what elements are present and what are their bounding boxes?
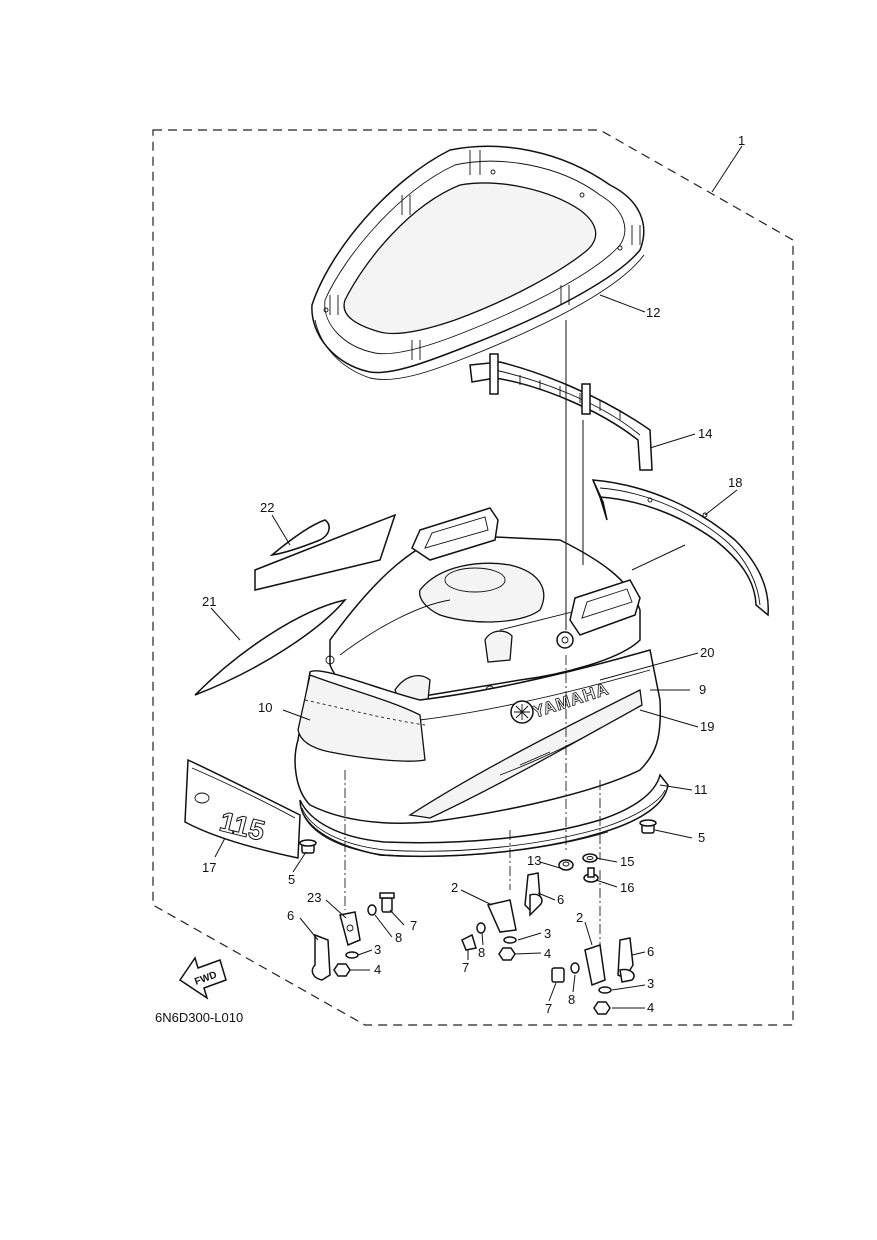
callout-7b: 7 bbox=[462, 960, 469, 975]
callout-6b: 6 bbox=[557, 892, 564, 907]
model-decal-panel: 115 bbox=[184, 758, 301, 859]
callout-23: 23 bbox=[307, 890, 321, 905]
callout-13: 13 bbox=[527, 853, 541, 868]
callout-7a: 7 bbox=[410, 918, 417, 933]
rear-side-rail bbox=[591, 479, 769, 617]
callout-18: 18 bbox=[728, 475, 742, 490]
callout-4a: 4 bbox=[374, 962, 381, 977]
grommet-5a bbox=[299, 839, 317, 854]
decal-22 bbox=[254, 513, 397, 591]
callout-4c: 4 bbox=[647, 1000, 654, 1015]
callout-8c: 8 bbox=[568, 992, 575, 1007]
leader-lines bbox=[210, 145, 743, 1009]
top-cover-plate bbox=[311, 145, 645, 381]
callout-19: 19 bbox=[700, 719, 714, 734]
washer-15 bbox=[582, 853, 598, 863]
bracket-group-left bbox=[311, 892, 395, 981]
grommet-5b bbox=[639, 819, 657, 834]
callout-21: 21 bbox=[202, 594, 216, 609]
callout-3c: 3 bbox=[647, 976, 654, 991]
lower-seal-band bbox=[299, 773, 669, 858]
callout-3a: 3 bbox=[374, 942, 381, 957]
callout-7c: 7 bbox=[545, 1001, 552, 1016]
callout-5a: 5 bbox=[288, 872, 295, 887]
callout-22: 22 bbox=[260, 500, 274, 515]
callout-6c: 6 bbox=[647, 944, 654, 959]
bracket-group-middle bbox=[461, 872, 543, 961]
callout-2a: 2 bbox=[451, 880, 458, 895]
callout-10: 10 bbox=[258, 700, 272, 715]
callout-4b: 4 bbox=[544, 946, 551, 961]
callout-11: 11 bbox=[694, 782, 708, 797]
callout-16: 16 bbox=[620, 880, 634, 895]
callout-labels: 1 12 14 18 22 21 20 9 10 19 11 5 17 5 13… bbox=[202, 133, 745, 1016]
callout-9: 9 bbox=[699, 682, 706, 697]
fwd-arrow-icon: FWD bbox=[178, 956, 227, 1000]
drawing-code: 6N6D300-L010 bbox=[155, 1010, 243, 1025]
callout-8a: 8 bbox=[395, 930, 402, 945]
screw-16 bbox=[583, 867, 599, 883]
callout-14: 14 bbox=[698, 426, 712, 441]
callout-5b: 5 bbox=[698, 830, 705, 845]
callout-20: 20 bbox=[700, 645, 714, 660]
callout-6a: 6 bbox=[287, 908, 294, 923]
decal-21 bbox=[194, 598, 347, 696]
callout-2b: 2 bbox=[576, 910, 583, 925]
top-cowling: YAMAHA bbox=[294, 507, 662, 824]
bracket-group-right bbox=[551, 937, 635, 1015]
callout-15: 15 bbox=[620, 854, 634, 869]
callout-17: 17 bbox=[202, 860, 216, 875]
vent-rail bbox=[469, 353, 653, 471]
callout-1: 1 bbox=[738, 133, 745, 148]
collar-13 bbox=[558, 859, 574, 871]
callout-8b: 8 bbox=[478, 945, 485, 960]
callout-3b: 3 bbox=[544, 926, 551, 941]
callout-12: 12 bbox=[646, 305, 660, 320]
